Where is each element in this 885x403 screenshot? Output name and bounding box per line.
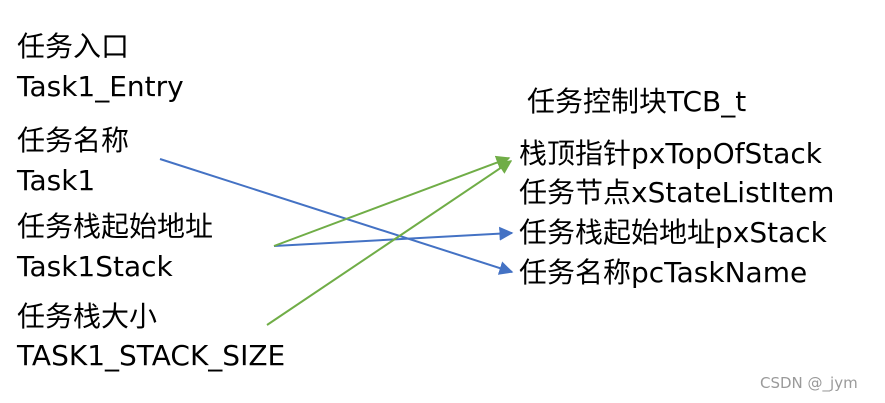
arrow-stack-start-to-top-of-stack (273, 155, 511, 247)
tcb-field-state-list-item: 任务节点xStateListItem (519, 176, 835, 209)
entry-label: 任务入口 (17, 30, 130, 63)
stack-size-label: 任务栈大小 (17, 300, 158, 333)
name-label: 任务名称 (17, 124, 130, 157)
arrow-stack-size-to-top-of-stack (266, 160, 513, 326)
stack-start-value: Task1Stack (17, 250, 173, 283)
arrow-name-to-task-name (159, 158, 514, 275)
stack-size-value: TASK1_STACK_SIZE (17, 339, 286, 372)
entry-value: Task1_Entry (17, 70, 184, 103)
name-value: Task1 (17, 164, 96, 197)
tcb-field-top-of-stack: 栈顶指针pxTopOfStack (519, 137, 823, 170)
tcb-title: 任务控制块TCB_t (527, 85, 747, 118)
stack-start-label: 任务栈起始地址 (17, 210, 214, 243)
tcb-field-task-name: 任务名称pcTaskName (519, 256, 808, 289)
watermark: CSDN @_jym (760, 374, 858, 392)
tcb-field-stack: 任务栈起始地址pxStack (519, 216, 827, 249)
